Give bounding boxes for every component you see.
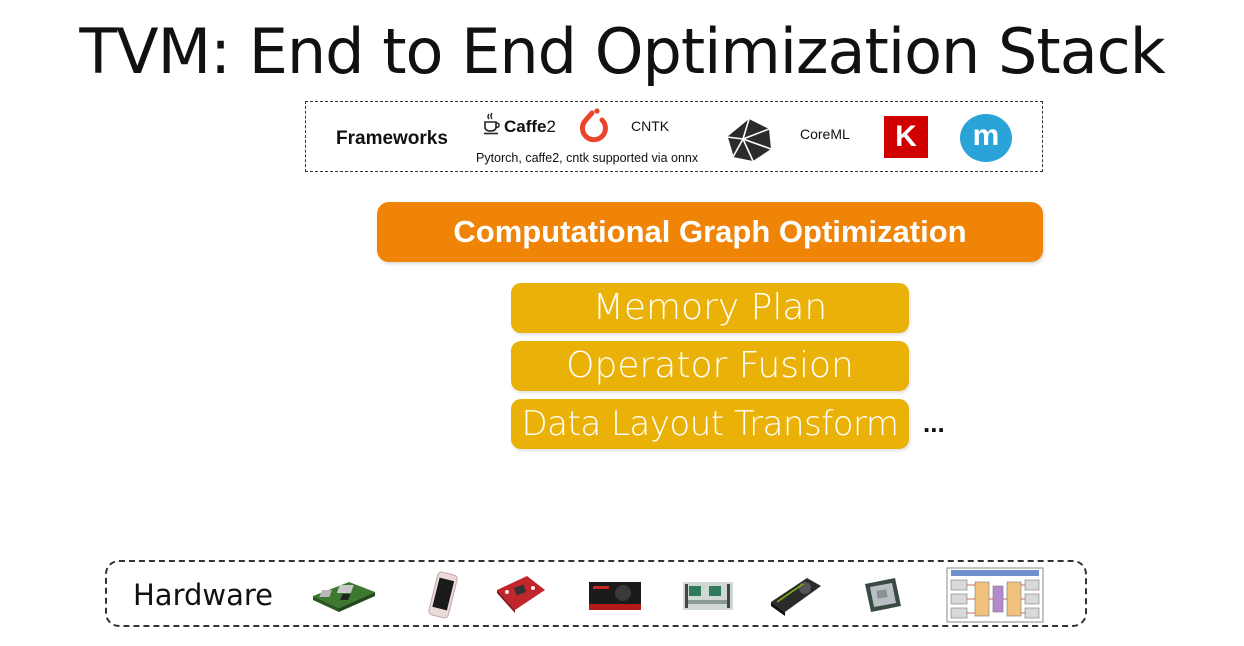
cntk-label: CNTK — [631, 118, 670, 134]
frameworks-label: Frameworks — [336, 128, 448, 149]
accelerator-diagram-icon — [946, 567, 1044, 623]
mxnet-logo-icon: m — [960, 114, 1012, 162]
nvidia-gpu-icon — [771, 578, 821, 616]
graph-optimization-box: Computational Graph Optimization — [377, 202, 1043, 262]
caffe2-name: Caffe — [504, 117, 547, 136]
fpga-board-icon — [497, 576, 545, 613]
iphone-icon — [428, 571, 458, 619]
hardware-label: Hardware — [133, 578, 274, 612]
cpu-chip-icon — [865, 578, 901, 612]
memory-plan-box: Memory Plan — [511, 283, 909, 333]
caffe-cup-icon — [484, 112, 500, 135]
onnx-note: Pytorch, caffe2, cntk supported via onnx — [476, 151, 699, 165]
caffe2-suffix: 2 — [546, 117, 556, 136]
frameworks-panel: Frameworks Caffe2 CNTK Pytorch, caffe2, … — [305, 101, 1043, 172]
keras-logo-icon: K — [884, 116, 928, 158]
caffe2-logo: Caffe2 — [504, 117, 556, 137]
data-layout-transform-box: Data Layout Transform — [511, 399, 909, 449]
coreml-label: CoreML — [800, 126, 850, 142]
tensorflow-logo-icon — [726, 118, 772, 162]
hardware-panel: Hardware — [105, 560, 1087, 627]
raspberry-pi-icon — [313, 582, 375, 612]
page-title: TVM: End to End Optimization Stack — [79, 15, 1165, 88]
server-board-icon — [683, 582, 733, 610]
operator-fusion-box: Operator Fusion — [511, 341, 909, 391]
pytorch-flame-icon — [579, 108, 608, 143]
amd-gpu-icon — [589, 582, 641, 610]
more-optimizations-ellipsis: ... — [923, 408, 945, 438]
